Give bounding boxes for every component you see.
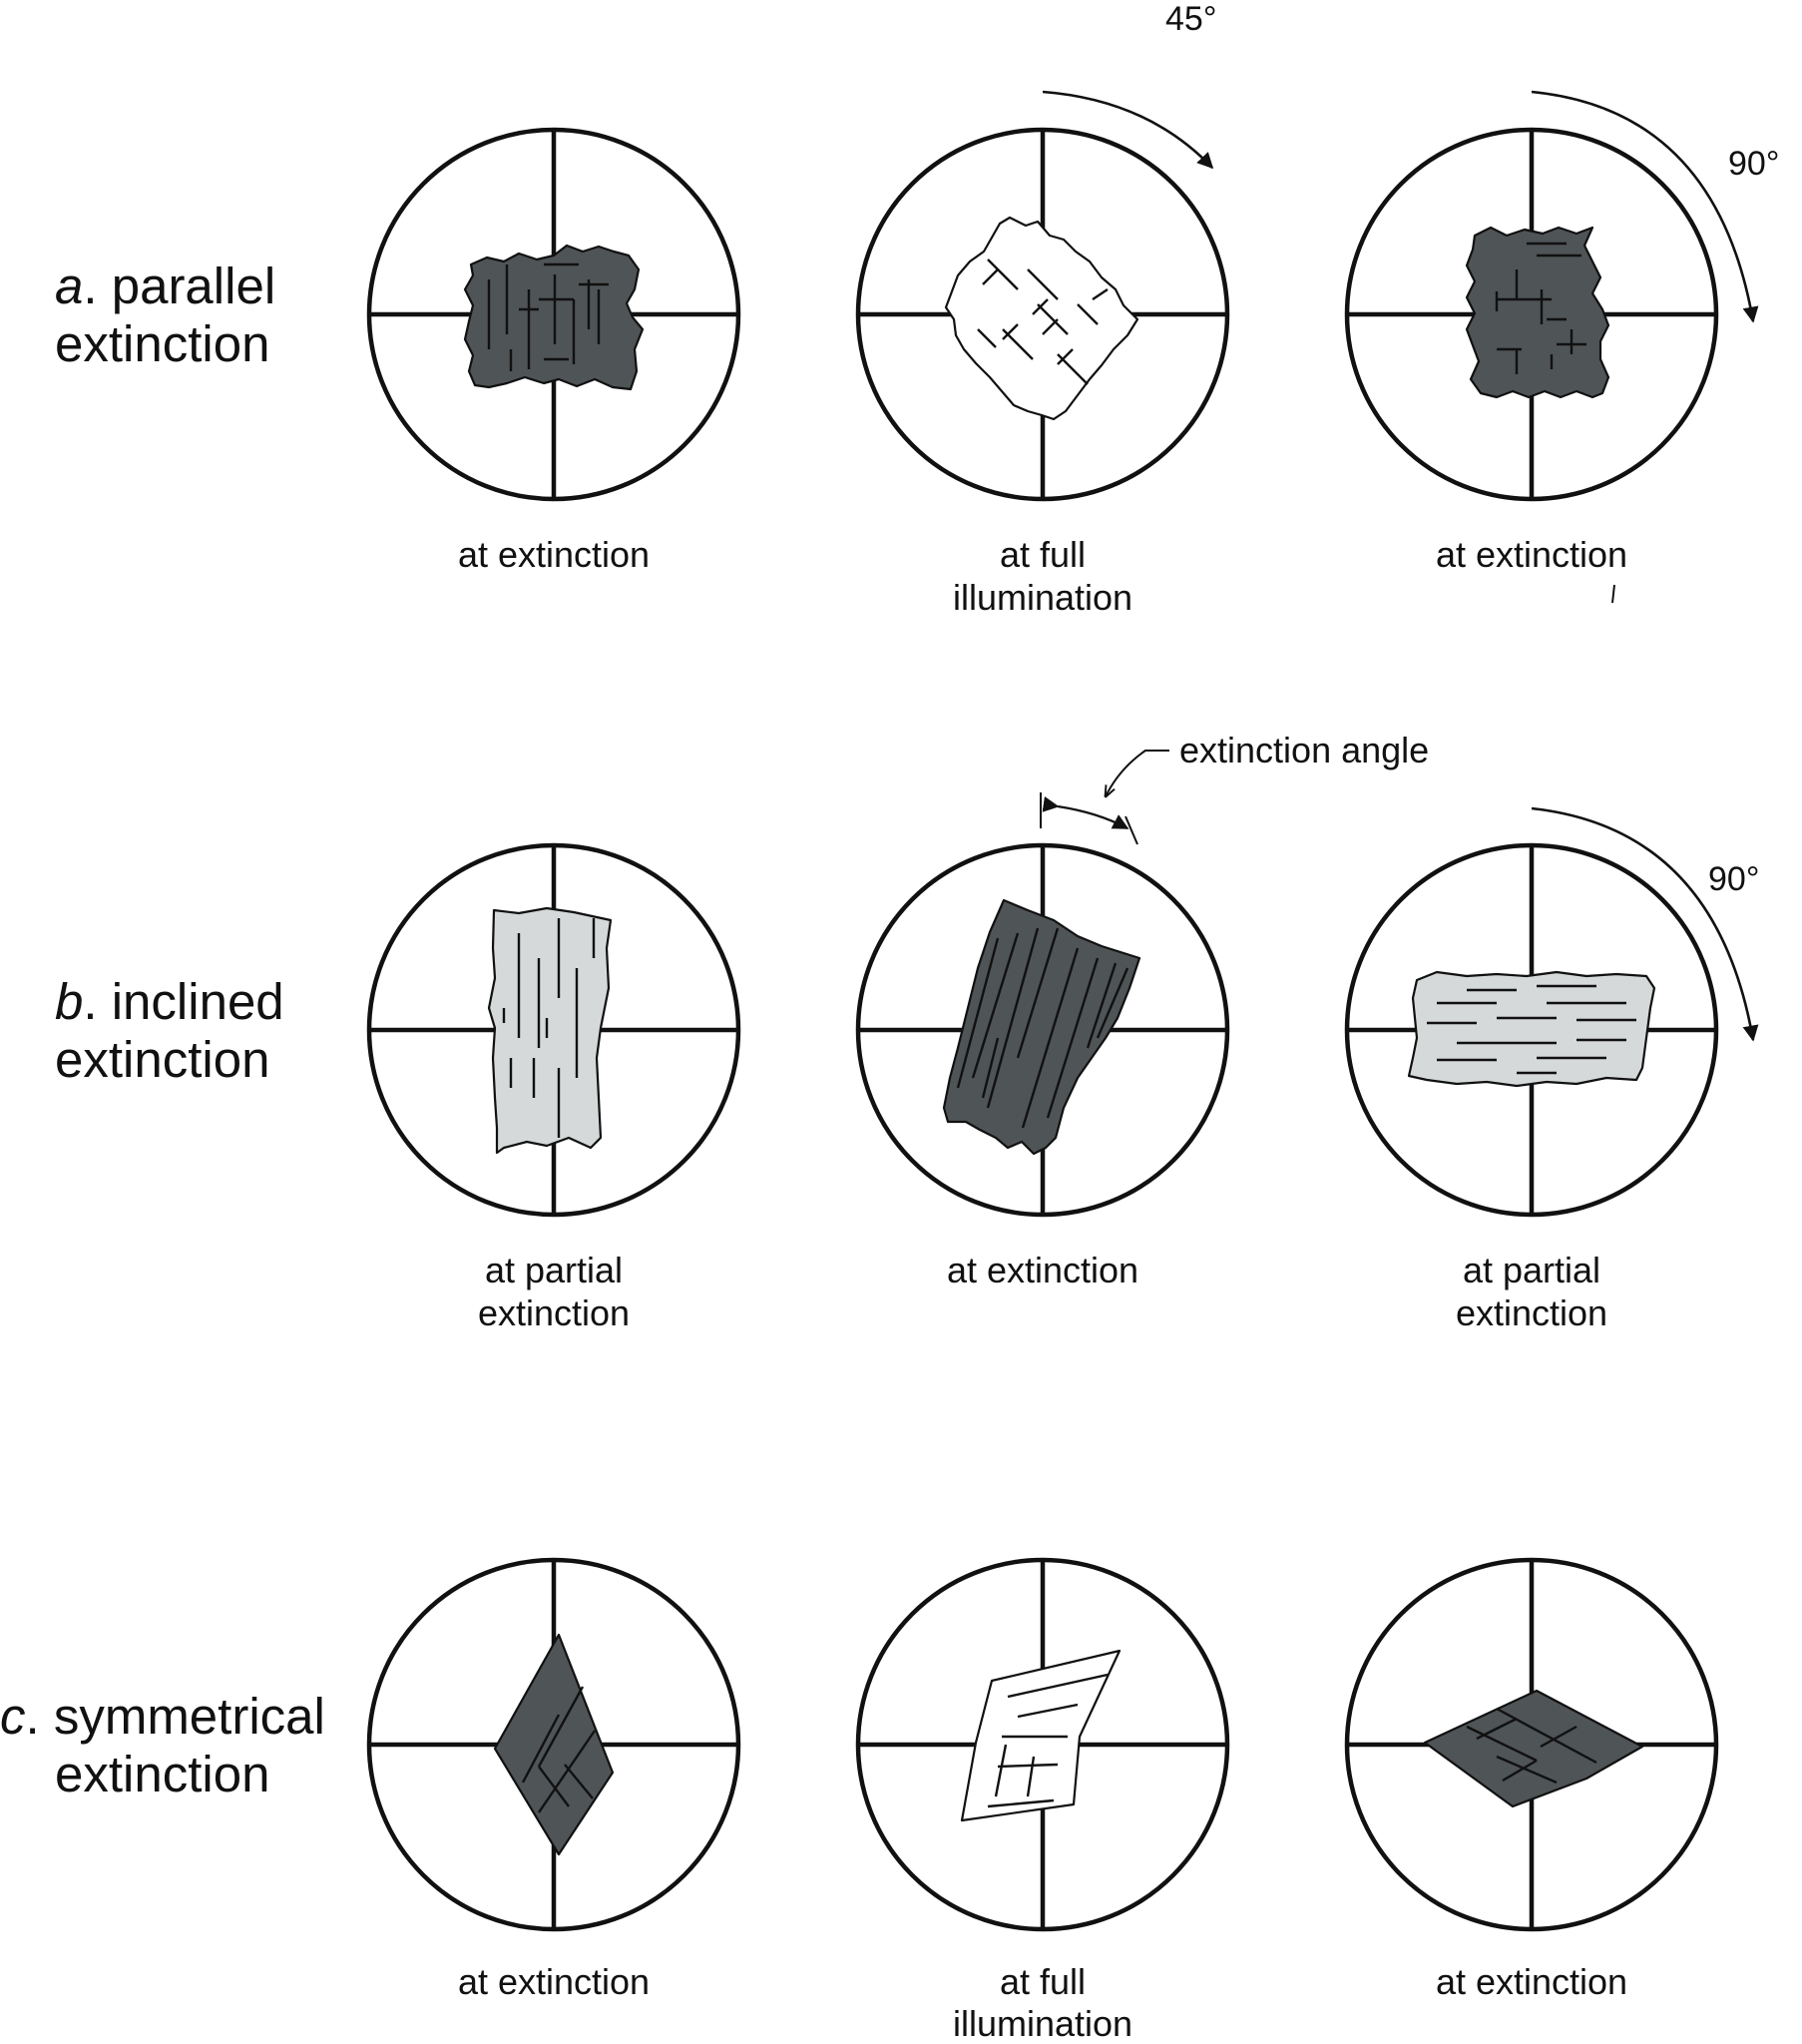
caption-b2: at extinction <box>947 1250 1138 1290</box>
crystal-grain-partial <box>487 906 613 1155</box>
microscope-field-a3: at extinction <box>1344 127 1719 575</box>
extinction-angle-label: extinction angle <box>1179 730 1429 770</box>
microscope-field-b3: at partial extinction <box>1344 842 1719 1333</box>
row-c-title-line1: c. symmetrical <box>0 1688 325 1745</box>
microscope-field-c3: at extinction <box>1344 1557 1719 2002</box>
crystal-grain-extinct <box>1423 1689 1644 1808</box>
microscope-field-b2: at extinction extinction angle <box>855 730 1429 1290</box>
caption-c3: at extinction <box>1436 1961 1627 2002</box>
crystal-grain-extinct <box>493 1633 615 1856</box>
caption-b3-line2: extinction <box>1456 1292 1607 1333</box>
caption-a2-line1: at full <box>1000 534 1086 575</box>
microscope-field-c1: at extinction <box>366 1557 741 2002</box>
cleavage-traces <box>521 1686 596 1813</box>
cleavage-traces <box>487 262 609 371</box>
extinction-angle-indicator: extinction angle <box>1040 730 1429 845</box>
rotation-label-90: 90° <box>1708 860 1759 898</box>
rotation-arrow-45 <box>1042 90 1214 170</box>
cleavage-traces <box>956 927 1129 1129</box>
cleavage-traces <box>502 918 596 1138</box>
caption-c2-line2: illumination <box>953 2003 1132 2044</box>
cleavage-traces <box>1495 242 1586 374</box>
row-a-title-line2: extinction <box>55 315 269 372</box>
row-a-title-line1: a. parallel <box>55 257 275 314</box>
cleavage-traces <box>1466 1707 1597 1785</box>
caption-a3: at extinction <box>1436 534 1627 575</box>
microscope-field-c2: at full illumination <box>855 1557 1230 2044</box>
cleavage-traces <box>987 1673 1109 1808</box>
row-b-title-line1: b. inclined <box>55 973 284 1030</box>
caption-a1: at extinction <box>458 534 650 575</box>
caption-b3-line1: at partial <box>1463 1250 1600 1290</box>
crystal-grain-partial <box>1407 970 1656 1088</box>
caption-c1: at extinction <box>458 1961 650 2002</box>
rotation-arrow-90 <box>1531 806 1759 1042</box>
cleavage-traces <box>1427 984 1636 1075</box>
row-c-title-line2: extinction <box>55 1746 269 1802</box>
rotation-label-45: 45° <box>1165 0 1216 38</box>
cleavage-traces <box>977 258 1109 385</box>
crystal-grain-illuminated <box>944 216 1139 421</box>
rotation-label-90: 90° <box>1728 145 1779 183</box>
microscope-field-a1: at extinction <box>366 127 741 575</box>
row-a-parallel-extinction: a. parallel extinction <box>55 0 1779 618</box>
stray-mark <box>1611 584 1615 604</box>
microscope-field-b1: at partial extinction <box>366 842 741 1333</box>
row-c-symmetrical-extinction: c. symmetrical extinction at extinction <box>0 1557 1719 2044</box>
caption-c2-line1: at full <box>1000 1961 1086 2002</box>
caption-b1-line2: extinction <box>478 1292 630 1333</box>
crystal-grain-extinct <box>1465 226 1610 399</box>
row-b-title-line2: extinction <box>55 1031 269 1088</box>
rotation-arrow-90 <box>1531 90 1759 323</box>
microscope-field-a2: at full illumination <box>855 127 1230 618</box>
row-b-inclined-extinction: b. inclined extinction at partial extinc… <box>55 730 1759 1333</box>
caption-a2-line2: illumination <box>953 577 1132 618</box>
caption-b1-line1: at partial <box>485 1250 623 1290</box>
